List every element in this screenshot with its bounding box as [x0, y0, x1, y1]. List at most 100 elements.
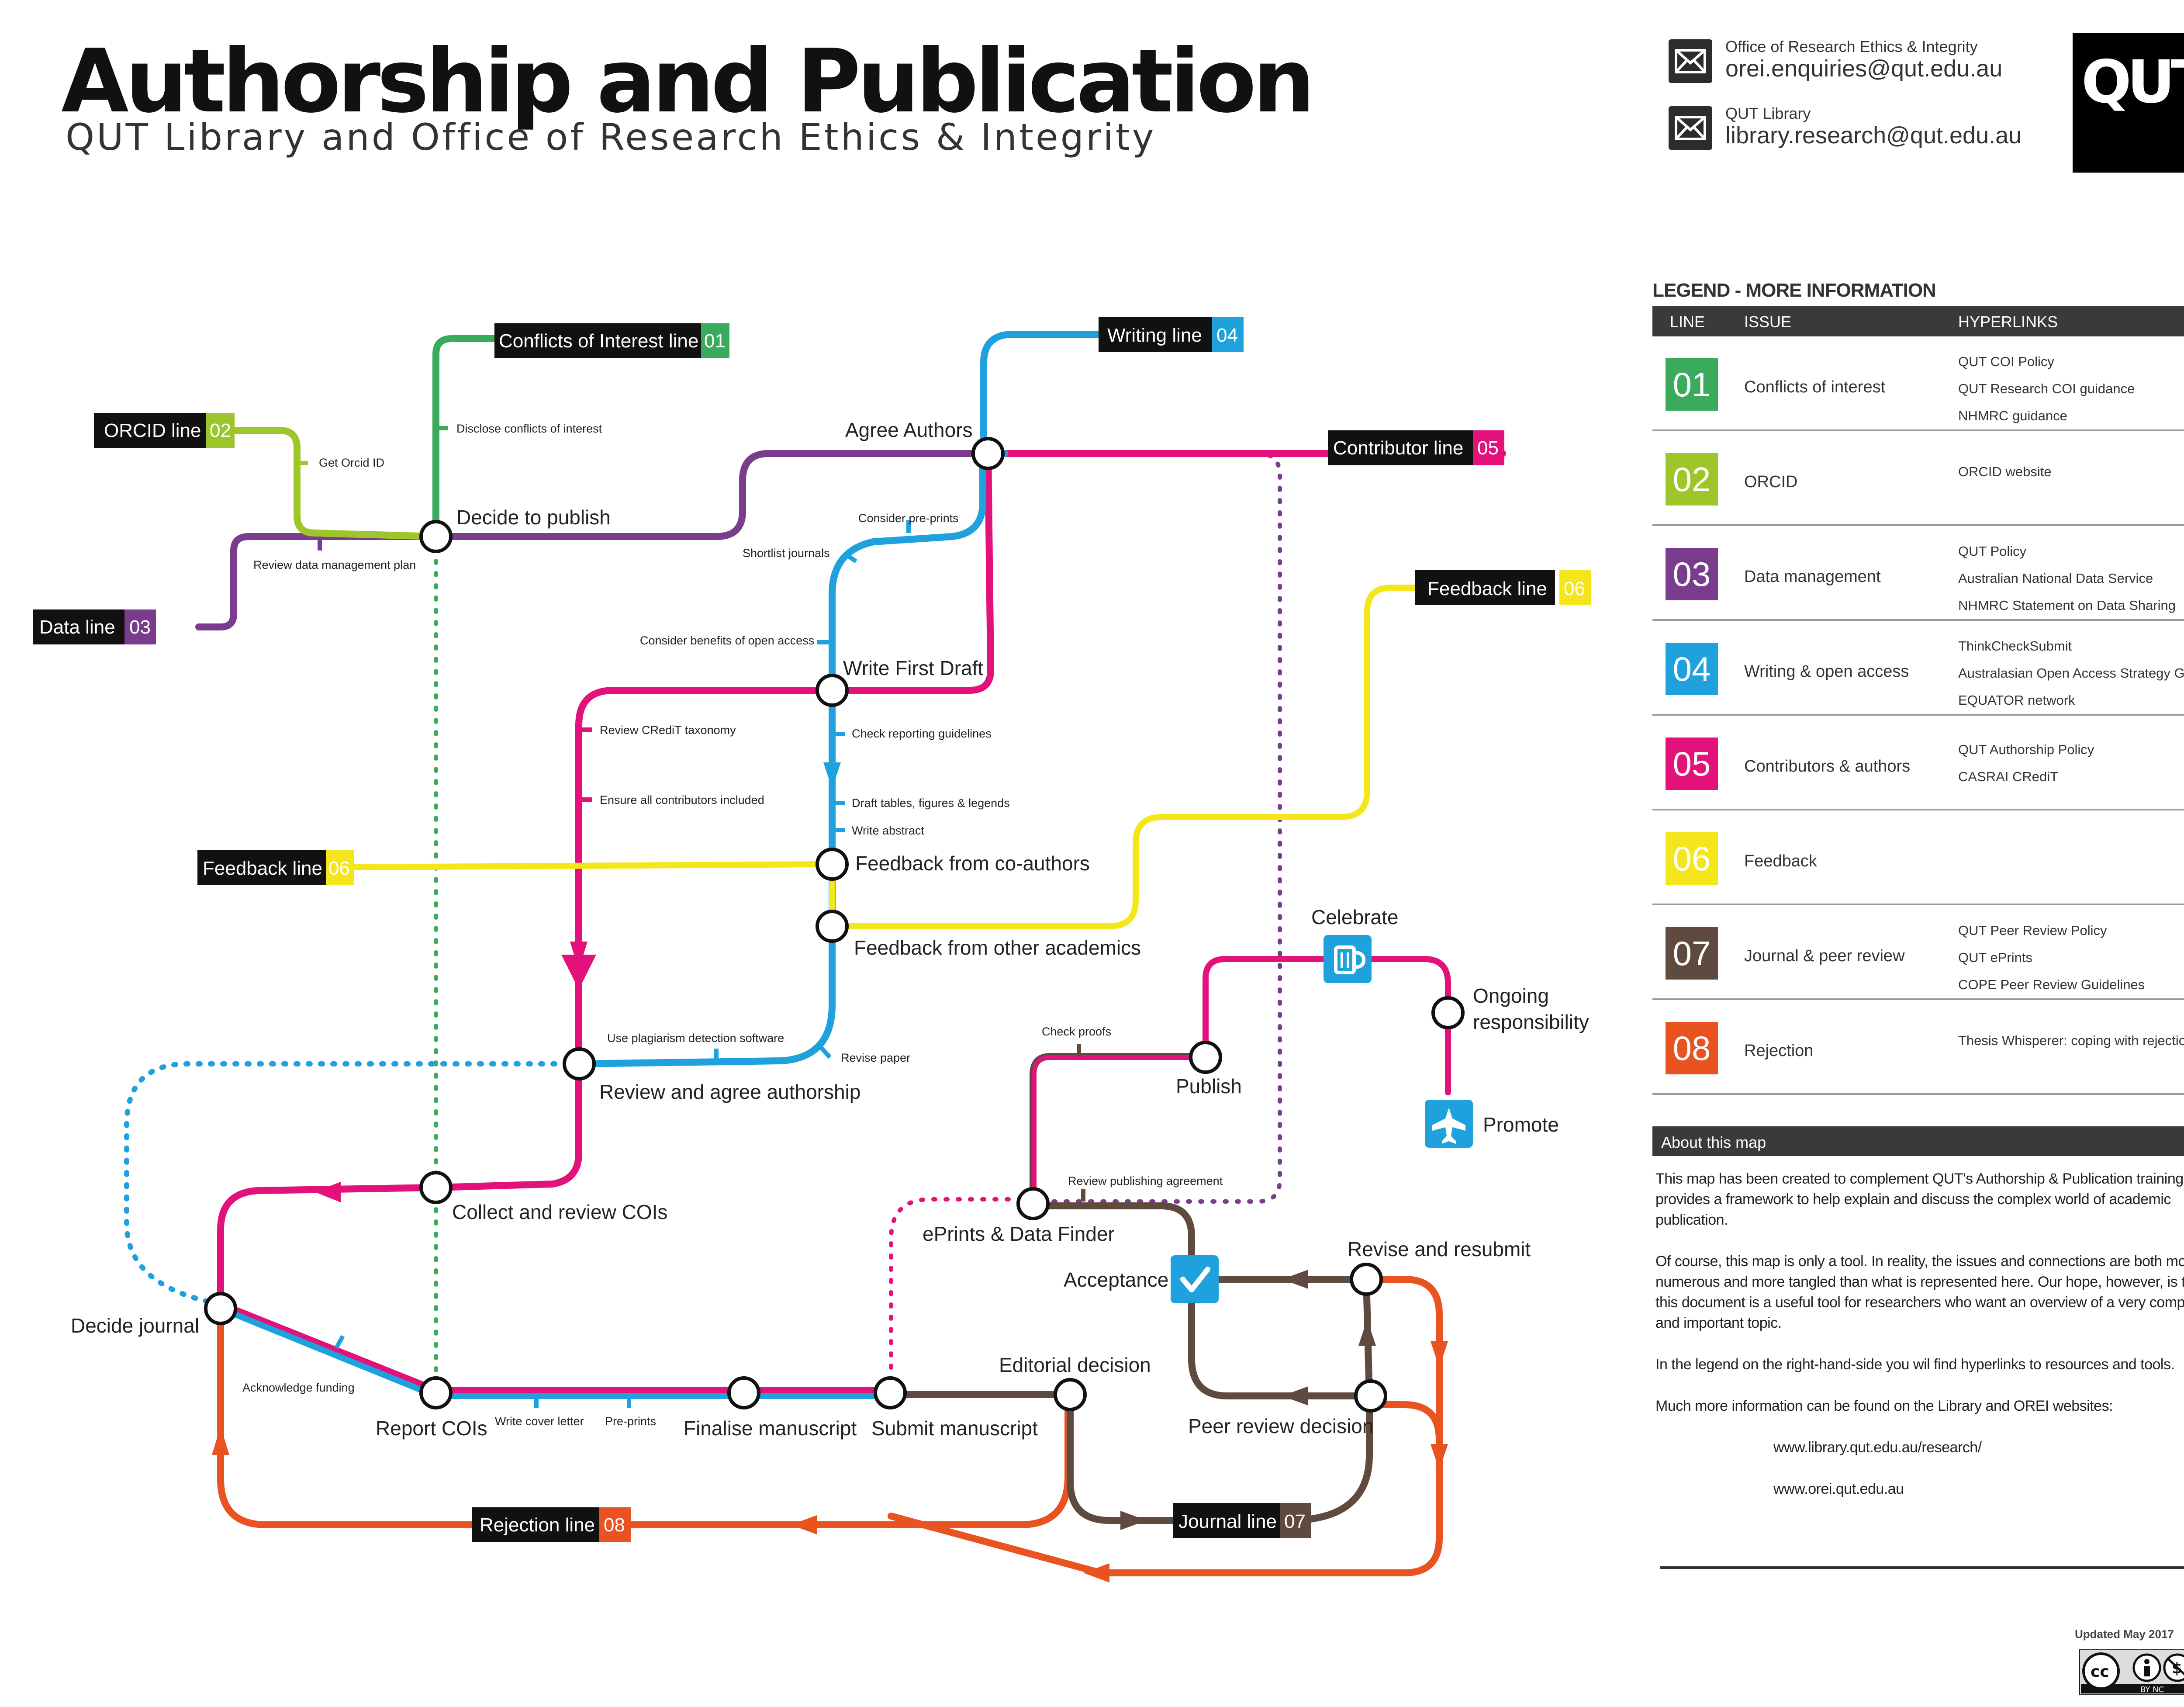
svg-text:Feedback line: Feedback line [1427, 578, 1547, 599]
note-shortlist: Shortlist journals [743, 547, 830, 560]
legend-hyperlink[interactable]: NHMRC Statement on Data Sharing [1958, 598, 2176, 613]
svg-text:01: 01 [704, 330, 726, 352]
writing-line-main [576, 451, 986, 1067]
note-agreement: Review publishing agreement [1068, 1174, 1223, 1188]
station-eprints [1016, 1187, 1050, 1220]
legend-hyperlink[interactable]: QUT ePrints [1958, 950, 2032, 965]
legend-links: Thesis Whisperer: coping with rejection [1958, 1033, 2184, 1060]
station-write-first-draft [816, 674, 849, 707]
legend-hyperlink[interactable]: QUT Peer Review Policy [1958, 923, 2107, 938]
svg-text:Journal line: Journal line [1178, 1511, 1277, 1532]
legend-hyperlink[interactable]: EQUATOR network [1958, 692, 2075, 708]
beer-icon [1324, 935, 1372, 983]
legend-links: ORCID website [1958, 464, 2184, 491]
legend-hyperlink[interactable]: QUT Research COI guidance [1958, 381, 2135, 396]
arrow-brown-left [1282, 1270, 1308, 1289]
arrow-orange-down2 [1431, 1444, 1448, 1470]
tag-orcid-line: ORCID line 02 [94, 413, 235, 448]
tag-writing-line: Writing line 04 [1099, 317, 1244, 352]
svg-text:05: 05 [1477, 437, 1499, 459]
divider [1660, 1566, 2184, 1569]
note-cover: Write cover letter [495, 1415, 584, 1428]
cc-license-text: BY NC [2140, 1685, 2164, 1694]
arrow-brown-up [1358, 1319, 1376, 1346]
legend-line-number: 07 [1666, 927, 1718, 980]
contact-email[interactable]: orei.enquiries@qut.edu.au [1725, 55, 2003, 82]
svg-text:Contributor line: Contributor line [1333, 437, 1463, 459]
legend-issue: Feedback [1744, 852, 1817, 870]
legend-hyperlink[interactable]: NHMRC guidance [1958, 408, 2067, 423]
legend-hyperlink[interactable]: COPE Peer Review Guidelines [1958, 977, 2145, 992]
note-credit: Review CRediT taxonomy [600, 724, 736, 737]
legend-line-number: 01 [1666, 358, 1718, 411]
station-decide-journal [204, 1292, 237, 1325]
orei-url-link[interactable]: www.orei.qut.edu.au [1773, 1481, 1904, 1497]
station-peer-review [1354, 1379, 1387, 1413]
svg-text:Feedback line: Feedback line [203, 858, 322, 879]
qut-logo: QUT [2073, 33, 2184, 173]
note-preprints: Consider pre-prints [858, 512, 959, 525]
tag-feedback-line-right: Feedback line 06 [1415, 570, 1591, 605]
cc-license-icon: cc $ BY NC [2079, 1649, 2184, 1695]
label-feedback-coauthors: Feedback from co-authors [855, 852, 1090, 875]
label-decide-publish: Decide to publish [456, 506, 611, 529]
legend-header: LINE ISSUE HYPERLINKS [1652, 306, 2184, 336]
legend-hyperlink[interactable]: ORCID website [1958, 464, 2052, 479]
station-feedback-coauthors [816, 848, 849, 881]
arrow-brown-left2 [1282, 1386, 1308, 1406]
feedback-line-right [829, 585, 1423, 929]
legend-hyperlink[interactable]: QUT Authorship Policy [1958, 742, 2094, 757]
arrow-blue-down [823, 762, 841, 789]
page-title: Authorship and Publication [61, 31, 1315, 132]
arrow-orange-left [791, 1515, 817, 1534]
arrow-orange-left2 [1083, 1563, 1109, 1582]
tag-rejection-line: Rejection line 08 [472, 1507, 631, 1542]
note-revise-paper: Revise paper [841, 1051, 910, 1064]
label-eprints: ePrints & Data Finder [923, 1222, 1115, 1245]
svg-text:06: 06 [1564, 578, 1585, 599]
legend-hyperlink[interactable]: QUT COI Policy [1958, 354, 2054, 369]
label-report-cois: Report COIs [376, 1417, 487, 1440]
check-icon [1171, 1255, 1219, 1303]
label-finalise: Finalise manuscript [684, 1417, 857, 1440]
legend-row: 05 Contributors & authors QUT Authorship P… [1652, 716, 2184, 810]
tag-feedback-line-left: Feedback line 06 [197, 850, 354, 885]
journal-line-accept [1030, 1202, 1195, 1286]
label-feedback-academics: Feedback from other academics [854, 936, 1141, 959]
legend-hyperlink[interactable]: Australian National Data Service [1958, 571, 2153, 586]
legend-hyperlink[interactable]: CASRAI CRediT [1958, 769, 2059, 784]
station-finalise [727, 1376, 760, 1409]
note-abstract: Write abstract [852, 824, 925, 837]
legend-issue: Journal & peer review [1744, 947, 1905, 965]
station-report-cois [419, 1376, 453, 1409]
tag-coi-line: Conflicts of Interest line 01 [494, 323, 729, 358]
contrib-line-publish [1032, 1055, 1208, 1201]
legend-hyperlink[interactable]: Australasian Open Access Strategy Group [1958, 665, 2184, 681]
legend-hyperlink[interactable]: Thesis Whisperer: coping with rejection [1958, 1033, 2184, 1048]
writing-line [980, 331, 1229, 457]
svg-text:08: 08 [604, 1514, 625, 1536]
rejection-line-peer [1367, 1401, 1443, 1443]
mail-icon [1669, 106, 1712, 150]
label-submit: Submit manuscript [871, 1417, 1038, 1440]
svg-text:06: 06 [328, 858, 350, 879]
contact-email[interactable]: library.research@qut.edu.au [1725, 122, 2022, 149]
feedback-line-left [349, 861, 835, 870]
station-decide-publish [419, 520, 453, 553]
legend-line-number: 05 [1666, 738, 1718, 790]
svg-text:Rejection line: Rejection line [480, 1514, 595, 1536]
legend-issue: Contributors & authors [1744, 757, 1911, 776]
legend-hyperlink[interactable]: QUT Policy [1958, 544, 2027, 559]
tag-journal-line: Journal line 07 [1173, 1503, 1311, 1538]
note-disclose: Disclose conflicts of interest [456, 422, 602, 435]
label-decide-journal: Decide journal [71, 1314, 199, 1337]
page-subtitle: QUT Library and Office of Research Ethic… [66, 116, 1156, 159]
legend-hyperlink[interactable]: ThinkCheckSubmit [1958, 638, 2072, 654]
legend-row: 07 Journal & peer review QUT Peer Review P… [1652, 905, 2184, 1000]
library-url-link[interactable]: www.library.qut.edu.au/research/ [1773, 1439, 1982, 1456]
